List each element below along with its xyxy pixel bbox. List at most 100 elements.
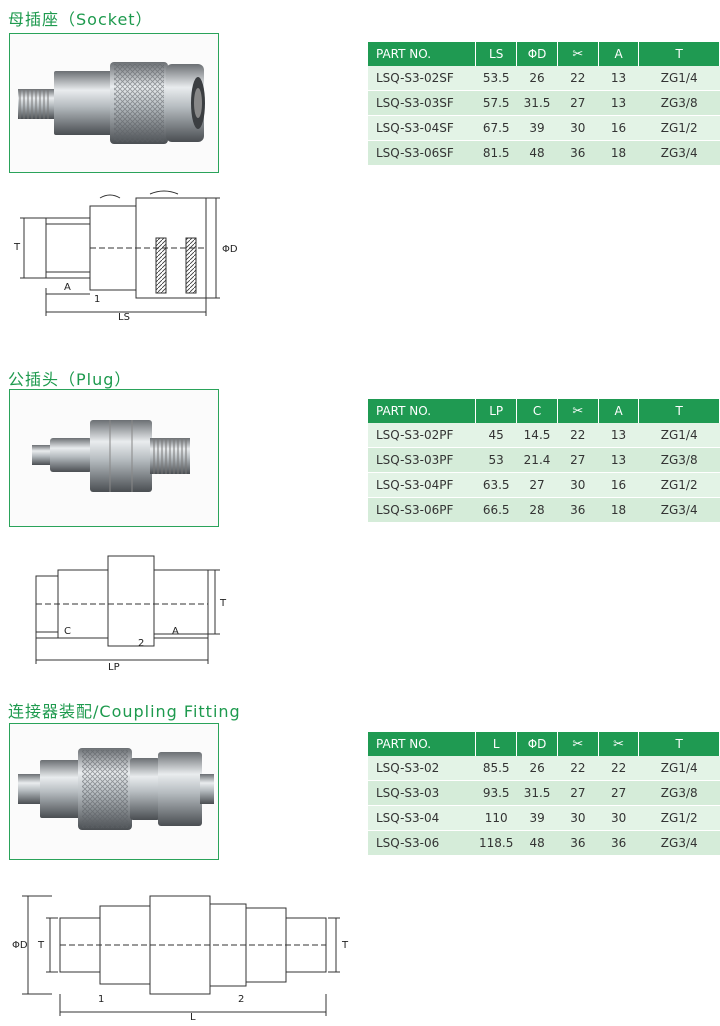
cell: 26 — [516, 756, 558, 781]
col-header: A — [598, 42, 640, 66]
table-row: LSQ-S3-03 93.5 31.5 27 27 ZG3/8 — [368, 780, 720, 806]
cell: 36 — [557, 140, 599, 166]
cell: 16 — [598, 472, 639, 498]
coupling-dim-l: L — [190, 1012, 196, 1023]
cell: 28 — [516, 497, 558, 523]
cell: 30 — [598, 805, 639, 831]
socket-dim-t: T — [13, 242, 21, 253]
coupling-dim-d: ΦD — [12, 940, 28, 951]
cell: 18 — [598, 497, 639, 523]
coupling-photo — [9, 723, 219, 860]
cell: 14.5 — [516, 423, 558, 448]
plug-dim-c: C — [64, 626, 71, 637]
cell: ZG3/4 — [638, 140, 720, 166]
coupling-section-title: 连接器装配/Coupling Fitting — [8, 702, 241, 721]
col-header: LS — [475, 42, 518, 66]
coupling-dim-t2: T — [341, 940, 349, 951]
cell: 13 — [598, 423, 639, 448]
plug-section-title: 公插头（Plug） — [8, 370, 132, 389]
cell: LSQ-S3-04 — [368, 805, 476, 831]
plug-dim-s: 2 — [138, 638, 144, 649]
coupling-dim-s1: 1 — [98, 994, 104, 1005]
cell: 53 — [475, 447, 517, 473]
cell: 26 — [516, 66, 558, 91]
table-row: LSQ-S3-06PF 66.5 28 36 18 ZG3/4 — [368, 497, 720, 523]
cell: 13 — [598, 90, 639, 116]
cell: 110 — [475, 805, 517, 831]
cell: LSQ-S3-02SF — [368, 66, 476, 91]
col-header: A — [598, 399, 640, 423]
cell: 27 — [598, 780, 639, 806]
wrench-icon: ✂ — [598, 732, 640, 756]
plug-technical-drawing: T C A LP 2 — [10, 546, 250, 676]
socket-spec-table: PART NO. LS ΦD ✂ A T LSQ-S3-02SF 53.5 26… — [368, 42, 720, 166]
cell: 22 — [557, 756, 599, 781]
cell: LSQ-S3-06SF — [368, 140, 476, 166]
cell: 81.5 — [475, 140, 517, 166]
table-row: LSQ-S3-06SF 81.5 48 36 18 ZG3/4 — [368, 140, 720, 166]
socket-section-title: 母插座（Socket） — [8, 10, 153, 29]
cell: 27 — [557, 780, 599, 806]
cell: ZG1/4 — [638, 756, 720, 781]
cell: ZG3/8 — [638, 90, 720, 116]
cell: 57.5 — [475, 90, 517, 116]
cell: 48 — [516, 140, 558, 166]
cell: ZG3/4 — [638, 830, 720, 856]
table-header-row: PART NO. L ΦD ✂ ✂ T — [368, 732, 720, 756]
cell: ZG1/2 — [638, 115, 720, 141]
table-header-row: PART NO. LP C ✂ A T — [368, 399, 720, 423]
coupling-dim-t1: T — [37, 940, 45, 951]
cell: LSQ-S3-03 — [368, 780, 476, 806]
wrench-icon: ✂ — [557, 399, 599, 423]
cell: LSQ-S3-06 — [368, 830, 476, 856]
col-header: PART NO. — [368, 399, 477, 423]
cell: ZG1/2 — [638, 472, 720, 498]
col-header: T — [638, 399, 720, 423]
col-header: ΦD — [516, 732, 558, 756]
cell: ZG3/8 — [638, 780, 720, 806]
cell: LSQ-S3-03PF — [368, 447, 476, 473]
coupling-technical-drawing: ΦD T T L 1 2 — [10, 884, 360, 1024]
cell: ZG1/4 — [638, 66, 720, 91]
cell: ZG3/4 — [638, 497, 720, 523]
col-header: T — [638, 42, 720, 66]
cell: 39 — [516, 805, 558, 831]
table-row: LSQ-S3-02SF 53.5 26 22 13 ZG1/4 — [368, 66, 720, 91]
cell: 31.5 — [516, 780, 558, 806]
table-row: LSQ-S3-04PF 63.5 27 30 16 ZG1/2 — [368, 472, 720, 498]
col-header: T — [638, 732, 720, 756]
cell: 67.5 — [475, 115, 517, 141]
cell: LSQ-S3-02PF — [368, 423, 476, 448]
cell: 53.5 — [475, 66, 517, 91]
table-row: LSQ-S3-02PF 45 14.5 22 13 ZG1/4 — [368, 423, 720, 448]
cell: 36 — [557, 830, 599, 856]
col-header: PART NO. — [368, 42, 477, 66]
cell: 27 — [557, 447, 599, 473]
cell: ZG1/2 — [638, 805, 720, 831]
col-header: L — [475, 732, 518, 756]
cell: 22 — [598, 756, 639, 781]
wrench-icon: ✂ — [557, 42, 599, 66]
table-row: LSQ-S3-03SF 57.5 31.5 27 13 ZG3/8 — [368, 90, 720, 116]
socket-dim-a: A — [64, 282, 71, 293]
table-row: LSQ-S3-02 85.5 26 22 22 ZG1/4 — [368, 756, 720, 781]
table-row: LSQ-S3-04SF 67.5 39 30 16 ZG1/2 — [368, 115, 720, 141]
cell: 30 — [557, 805, 599, 831]
socket-technical-drawing: T ΦD A LS 1 — [10, 188, 250, 328]
plug-photo — [9, 389, 219, 527]
cell: 13 — [598, 447, 639, 473]
col-header: ΦD — [516, 42, 558, 66]
cell: 27 — [516, 472, 558, 498]
cell: 21.4 — [516, 447, 558, 473]
cell: 18 — [598, 140, 639, 166]
cell: 85.5 — [475, 756, 517, 781]
socket-dim-ls: LS — [118, 312, 130, 323]
cell: 66.5 — [475, 497, 517, 523]
cell: 31.5 — [516, 90, 558, 116]
plug-dim-lp: LP — [108, 662, 120, 673]
cell: 13 — [598, 66, 639, 91]
col-header: C — [516, 399, 558, 423]
cell: 39 — [516, 115, 558, 141]
cell: 45 — [475, 423, 517, 448]
cell: ZG1/4 — [638, 423, 720, 448]
